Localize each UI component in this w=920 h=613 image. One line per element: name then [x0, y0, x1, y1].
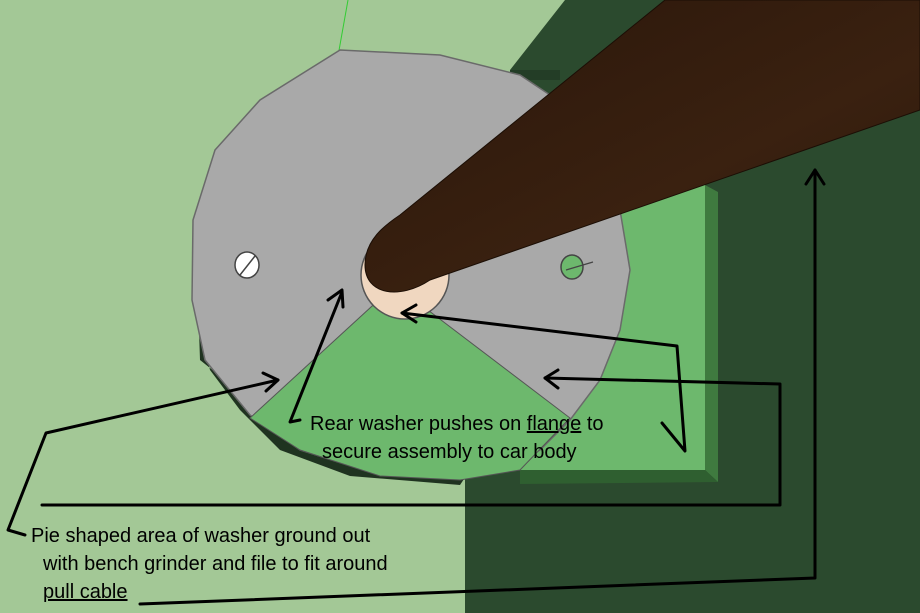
screw-left: [234, 251, 260, 279]
pie-area-line-2: with bench grinder and file to fit aroun…: [43, 553, 388, 575]
arrow-pie-left-head: [261, 371, 280, 393]
rear-washer-line-1: Rear washer pushes on flange to: [310, 410, 604, 438]
rear-washer-line-1-start: Rear washer pushes on: [310, 413, 527, 435]
arrow-flange: [400, 311, 687, 453]
rear-washer-line-1-end: to: [581, 413, 604, 435]
arrow-flange-head: [400, 303, 418, 324]
pie-area-label: Pie shaped area of washer ground out wit…: [31, 522, 388, 606]
arrow-washer-cut-head: [326, 288, 345, 309]
pie-area-line-1: Pie shaped area of washer ground out: [31, 525, 371, 547]
guide-line: [337, 0, 349, 57]
pull-cable: [364, 0, 920, 293]
pie-area-line-3: pull cable: [43, 581, 128, 603]
arrow-washer-cut: [288, 290, 344, 424]
arrow-pie-left: [6, 378, 280, 537]
flange-plate-side: [705, 185, 718, 482]
flange-plate-bottom: [520, 470, 718, 484]
pie-cutout: [249, 284, 571, 481]
flange-word: flange: [526, 413, 582, 435]
arrow-cable: [138, 168, 817, 606]
screw-right: [560, 254, 594, 280]
rear-washer-line-2: secure assembly to car body: [322, 441, 577, 463]
arrow-pie-right: [40, 376, 782, 507]
rear-washer-label: Rear washer pushes on flange to secure a…: [310, 410, 604, 466]
arrow-cable-head: [804, 168, 826, 186]
leader-lines: [6, 168, 826, 606]
arrow-pie-right-head: [543, 368, 560, 390]
